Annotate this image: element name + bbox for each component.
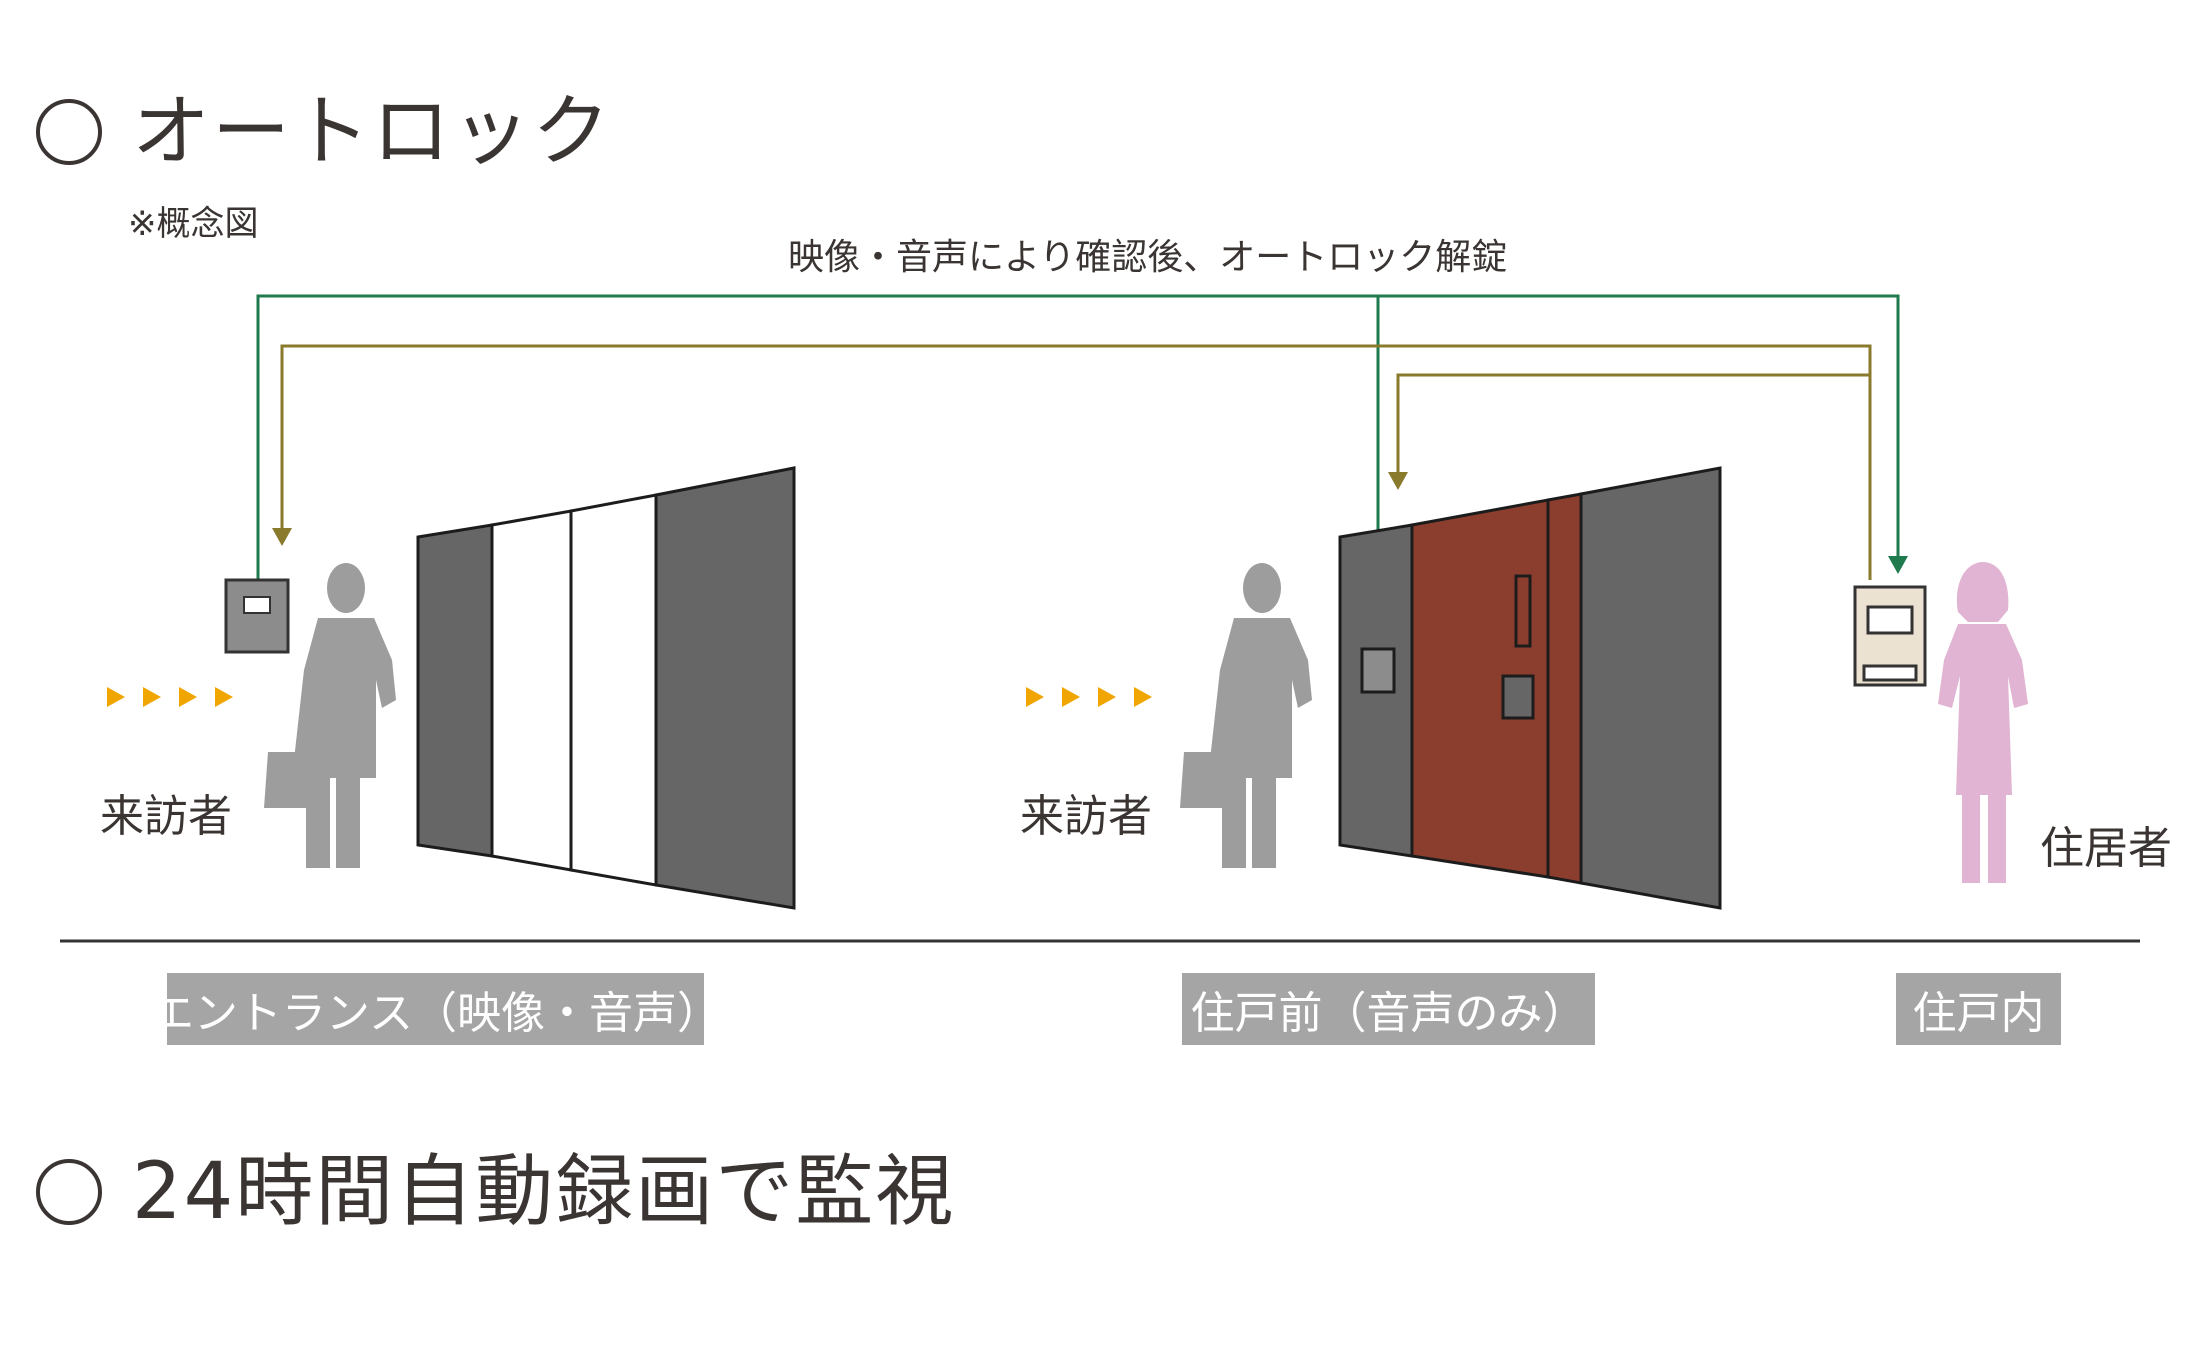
- green-signal-line: [256, 294, 1900, 580]
- olive-arrowhead-door: [1388, 472, 1408, 490]
- approach-arrows-entrance-icon: [107, 687, 233, 707]
- circle-bullet-icon: [36, 1159, 102, 1225]
- entrance-intercom-panel-icon: [224, 578, 290, 654]
- heading-recording-text: 24時間自動録画で監視: [132, 1147, 956, 1237]
- visitor-label-door: 来訪者: [1020, 791, 1152, 842]
- resident-label: 住居者: [2040, 823, 2172, 874]
- zone-inside: 住戸内: [1896, 973, 2061, 1045]
- zone-front-door: 住戸前（音声のみ）: [1182, 973, 1595, 1045]
- door-intercom-icon: [1360, 647, 1396, 694]
- olive-signal-line-entrance: [280, 344, 1872, 580]
- resident-silhouette-icon: [1938, 562, 2028, 883]
- green-arrowhead: [1888, 556, 1908, 574]
- heading-autolock-text: オートロック: [132, 87, 613, 177]
- front-door-icon: [1338, 466, 1722, 910]
- visitor-silhouette-door-icon: [1180, 563, 1312, 868]
- circle-bullet-icon: [36, 99, 102, 165]
- heading-autolock: オートロック: [36, 93, 612, 171]
- concept-note: ※概念図: [128, 204, 259, 244]
- olive-arrowhead-entrance: [272, 528, 292, 546]
- entrance-door-icon: [416, 466, 796, 910]
- zone-entrance: エントランス（映像・音声）: [150, 973, 721, 1045]
- visitor-silhouette-entrance-icon: [264, 563, 396, 868]
- heading-recording: 24時間自動録画で監視: [36, 1153, 955, 1231]
- indoor-monitor-icon: [1853, 585, 1927, 687]
- visitor-label-entrance: 来訪者: [100, 791, 232, 842]
- olive-signal-line-door: [1396, 373, 1870, 472]
- flow-caption: 映像・音声により確認後、オートロック解錠: [788, 237, 1508, 278]
- approach-arrows-door-icon: [1026, 687, 1152, 707]
